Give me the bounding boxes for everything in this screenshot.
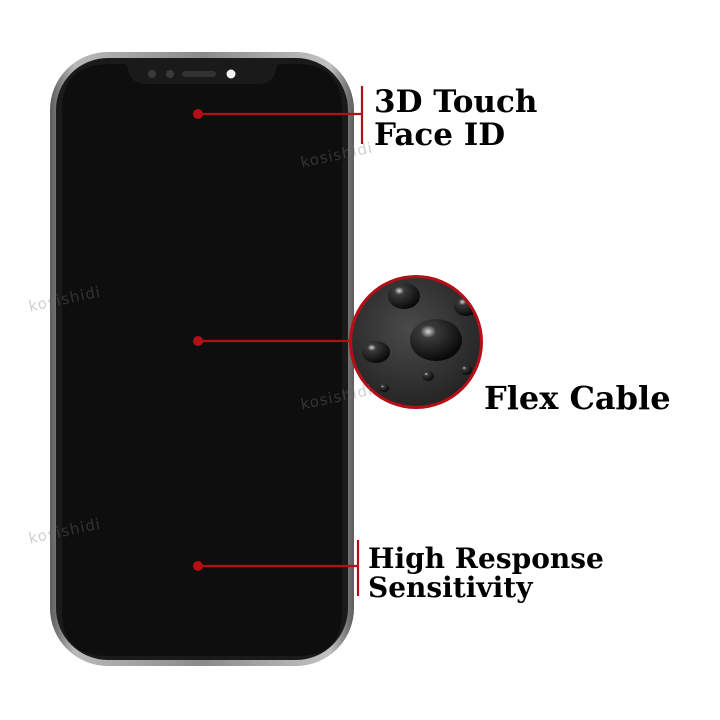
feature-label-flex-cable: Flex Cable [484, 379, 671, 417]
phone-screen [62, 64, 342, 656]
water-drop-icon [410, 319, 462, 361]
feature-label-line: Flex Cable [484, 379, 671, 417]
water-droplets-closeup [352, 278, 480, 406]
water-drop-icon [362, 341, 390, 363]
feature-label-line: 3D Touch [374, 84, 538, 120]
feature-label-high-response: High Response Sensitivity [368, 544, 604, 603]
pointer-dot-flex-cable [193, 336, 203, 346]
feature-label-line: Face ID [374, 116, 506, 153]
feature-label-line: High Response [368, 542, 604, 575]
speaker-dot-icon [148, 70, 156, 78]
water-drop-icon [422, 371, 434, 381]
feature-label-3d-touch-face-id: 3D Touch Face ID [374, 86, 537, 151]
water-drop-icon [460, 365, 472, 375]
front-camera-icon [226, 69, 236, 79]
earpiece-speaker [182, 71, 216, 77]
sensor-dot-icon [166, 70, 174, 78]
water-drop-icon [388, 283, 420, 309]
water-drop-icon [379, 384, 389, 392]
pointer-dot-3d-touch [193, 109, 203, 119]
pointer-dot-response [193, 561, 203, 571]
feature-label-line: Sensitivity [368, 571, 533, 605]
